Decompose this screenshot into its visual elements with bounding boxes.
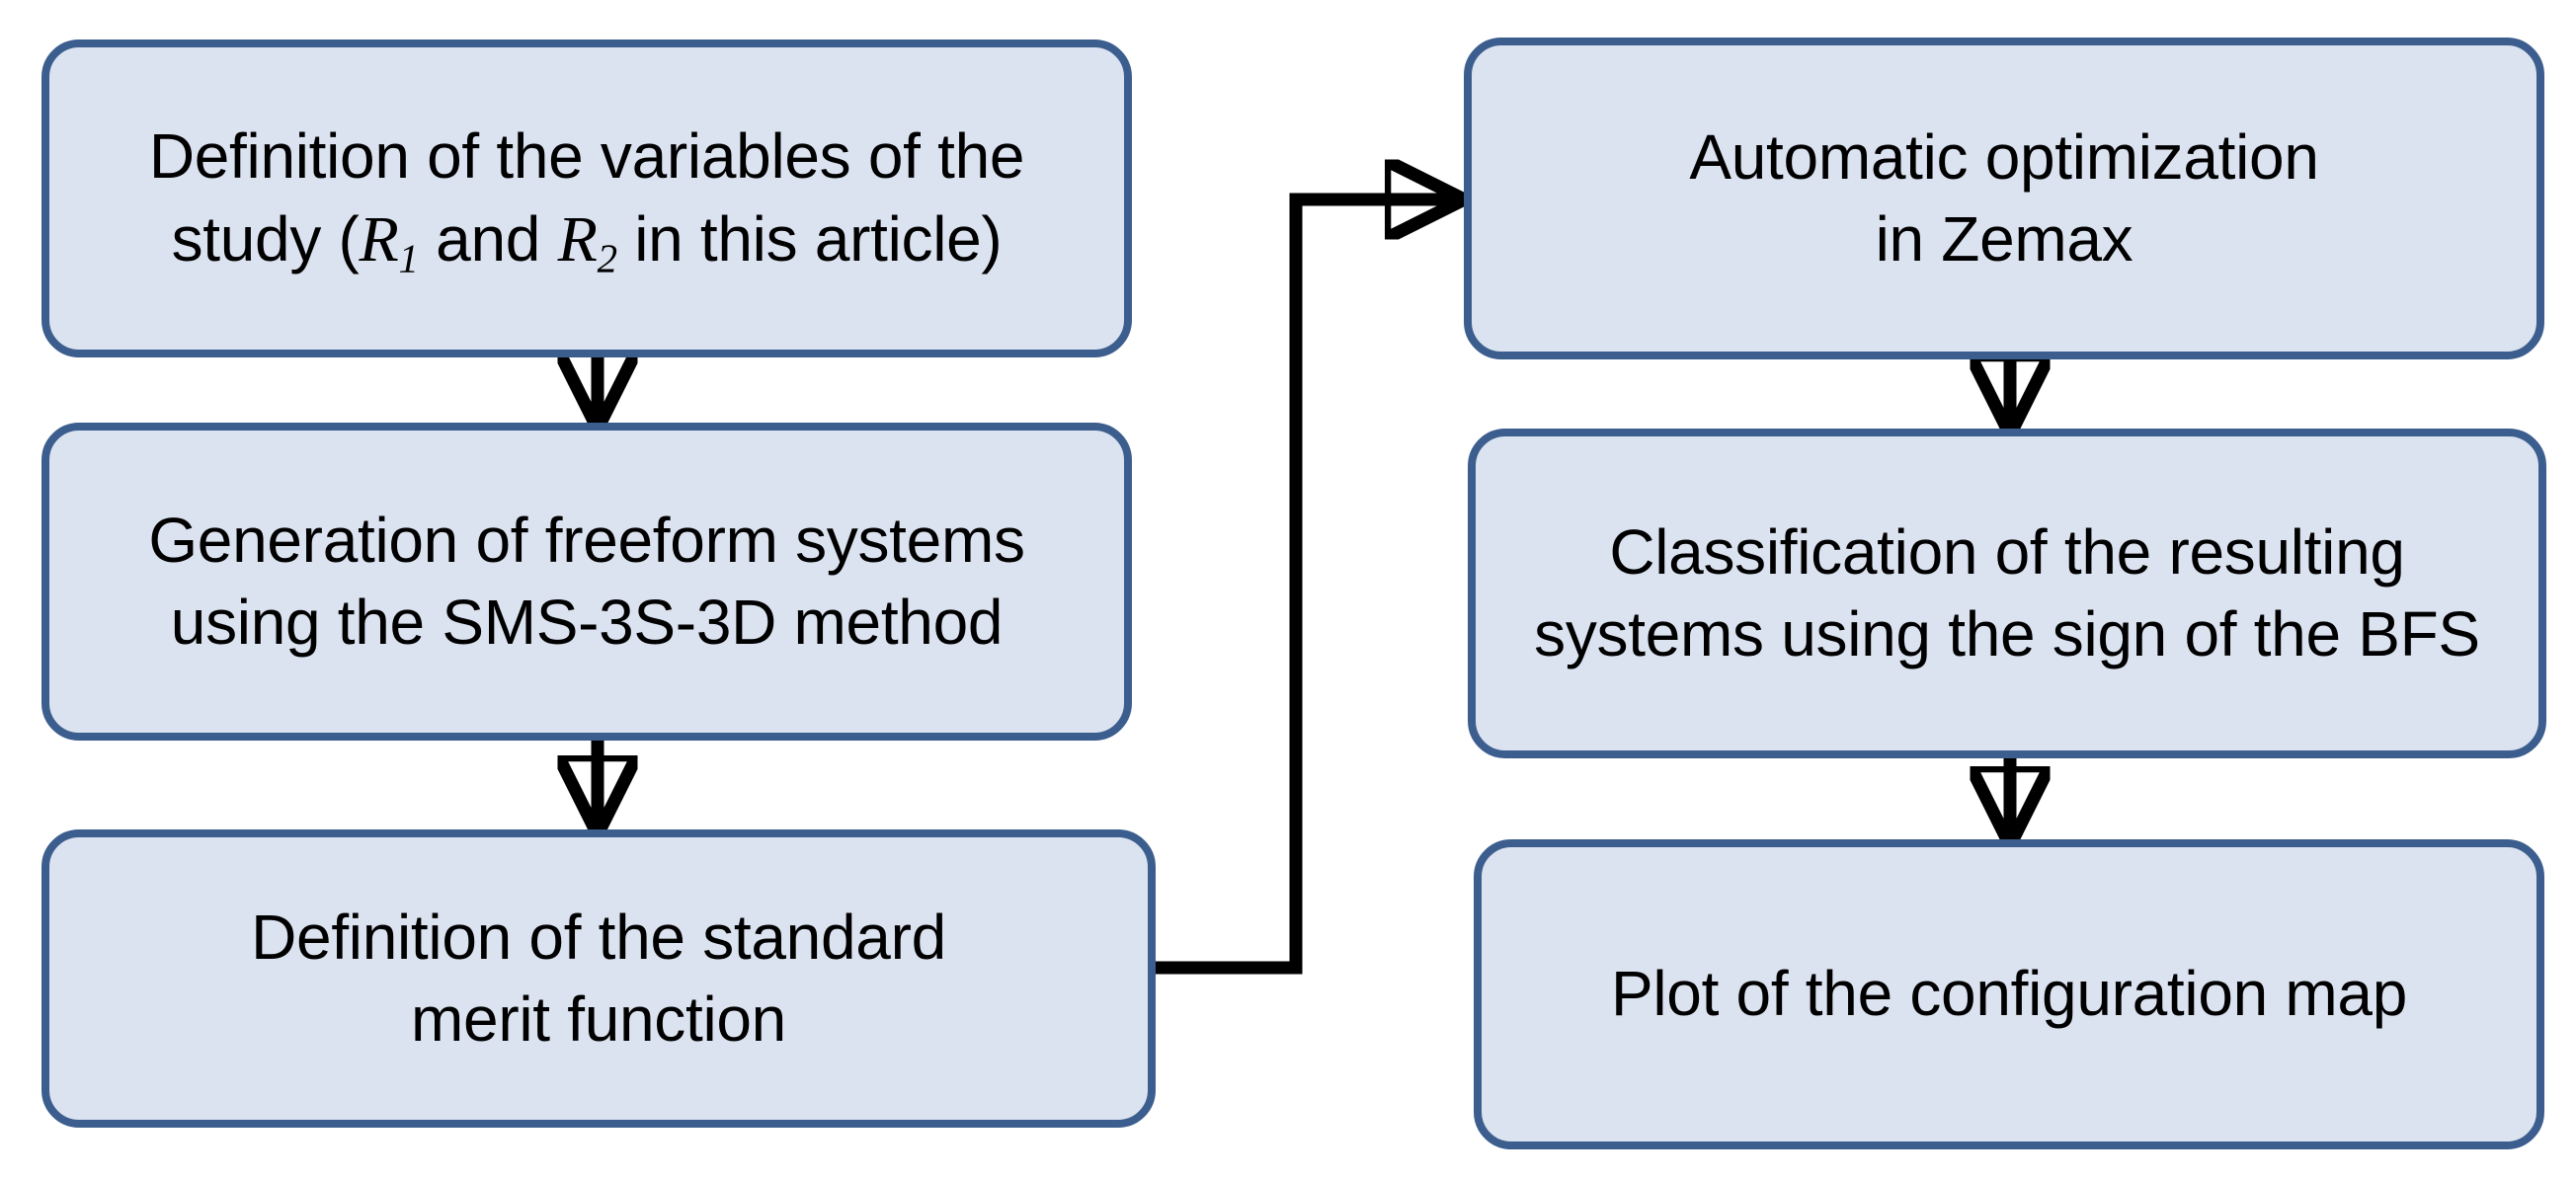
variable-r1: R1 <box>359 202 419 281</box>
node-classification-of-resulting-systems[interactable]: Classification of the resulting systems … <box>1468 429 2546 758</box>
node-definition-of-variables[interactable]: Definition of the variables of the study … <box>41 39 1132 357</box>
node-label: Plot of the configuration map <box>1610 958 2408 1030</box>
node-generation-of-freeform-systems[interactable]: Generation of freeform systems using the… <box>41 423 1132 741</box>
node-label: Definition of the variables of the study … <box>49 116 1124 282</box>
variable-r2-subscript: 2 <box>597 236 617 281</box>
node-automatic-optimization-in-zemax[interactable]: Automatic optimization in Zemax <box>1464 38 2544 359</box>
edge-merit-to-optimization <box>1156 199 1454 975</box>
node-plot-of-configuration-map[interactable]: Plot of the configuration map <box>1474 839 2544 1149</box>
node-label: Classification of the resulting systems … <box>1534 515 2480 669</box>
node-line-1: Definition of the variables of the <box>148 119 1025 192</box>
node-definition-of-merit-function[interactable]: Definition of the standard merit functio… <box>41 829 1156 1128</box>
node-label: Generation of freeform systems using the… <box>148 504 1025 658</box>
variable-r1-subscript: 1 <box>398 236 419 281</box>
node-line-2-prefix: study ( <box>171 202 360 275</box>
node-line-2-suffix: in this article) <box>616 202 1003 275</box>
variable-r2: R2 <box>557 202 617 281</box>
node-label: Automatic optimization in Zemax <box>1689 120 2319 275</box>
node-label: Definition of the standard merit functio… <box>251 901 946 1055</box>
node-line-2-middle: and <box>418 202 558 275</box>
